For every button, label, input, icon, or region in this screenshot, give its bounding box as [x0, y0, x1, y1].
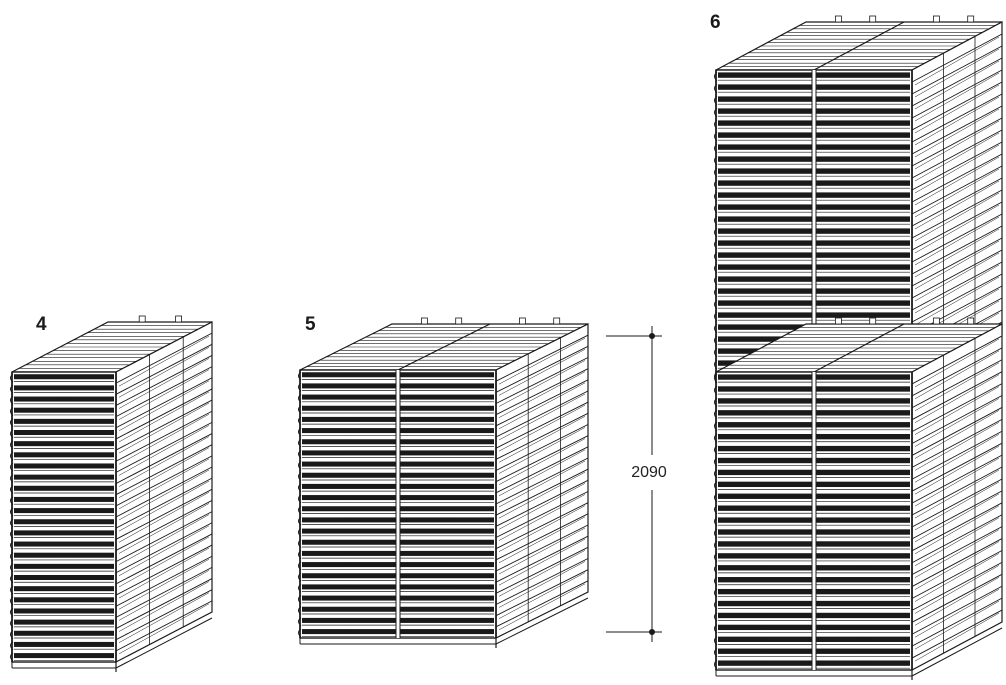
unit-label-4: 4	[36, 314, 47, 335]
rack-unit-5	[298, 317, 589, 648]
rack-unit-4	[10, 315, 213, 672]
unit-label-6: 6	[710, 12, 721, 33]
dimension-value: 2090	[631, 464, 667, 481]
rack-unit-6-lower	[714, 317, 1003, 680]
unit-label-5: 5	[305, 314, 316, 335]
height-dimension: 2090	[606, 326, 667, 642]
